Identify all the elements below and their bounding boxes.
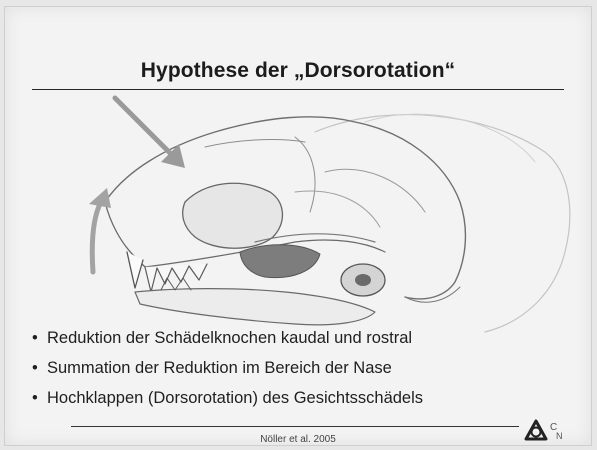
bullet-dot: • bbox=[32, 325, 47, 351]
title-divider bbox=[32, 89, 564, 90]
slide-title: Hypothese der „Dorsorotation“ bbox=[5, 59, 591, 83]
bullet-list: •Reduktion der Schädelknochen kaudal und… bbox=[32, 325, 423, 415]
down-right-arrow-icon bbox=[115, 98, 185, 168]
bullet-text: Summation der Reduktion im Bereich der N… bbox=[47, 359, 392, 377]
bullet-item: •Reduktion der Schädelknochen kaudal und… bbox=[32, 325, 423, 351]
svg-text:N: N bbox=[556, 431, 563, 441]
bullet-text: Reduktion der Schädelknochen kaudal und … bbox=[47, 329, 412, 347]
bullet-item: •Summation der Reduktion im Bereich der … bbox=[32, 355, 423, 381]
up-arrow-icon bbox=[89, 188, 111, 272]
bullet-item: •Hochklappen (Dorsorotation) des Gesicht… bbox=[32, 385, 423, 411]
citation: Nöller et al. 2005 bbox=[5, 434, 591, 445]
bullet-text: Hochklappen (Dorsorotation) des Gesichts… bbox=[47, 389, 423, 407]
cn-logo-icon: C N bbox=[522, 415, 566, 445]
bullet-dot: • bbox=[32, 385, 47, 411]
skull-illustration bbox=[65, 92, 585, 342]
slide: Hypothese der „Dorsorotation“ bbox=[4, 6, 592, 446]
bullet-dot: • bbox=[32, 355, 47, 381]
footer-divider bbox=[71, 426, 519, 427]
